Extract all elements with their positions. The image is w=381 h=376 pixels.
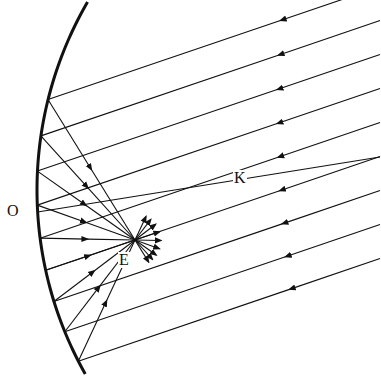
point-label: O — [6, 203, 20, 219]
ray — [78, 301, 106, 362]
point-label: K — [233, 170, 247, 186]
axis-line — [38, 157, 380, 212]
point-label: E — [118, 252, 130, 268]
ray — [54, 224, 282, 302]
ray — [107, 240, 135, 301]
ray — [40, 157, 278, 238]
ray — [135, 240, 159, 249]
ray — [282, 191, 380, 224]
ray — [48, 20, 280, 99]
ray — [46, 191, 280, 271]
ray — [41, 55, 278, 136]
ray — [278, 123, 380, 158]
ray — [277, 55, 380, 90]
ray — [86, 223, 135, 240]
ray — [135, 216, 146, 240]
ray — [40, 238, 87, 240]
ray — [92, 170, 136, 240]
ray — [65, 286, 100, 332]
ray — [277, 89, 380, 124]
ray — [135, 240, 156, 255]
ray — [88, 239, 135, 241]
ray — [100, 240, 135, 286]
ray — [285, 225, 380, 257]
ray — [86, 206, 135, 240]
ray — [78, 289, 289, 361]
ray — [280, 157, 380, 191]
ray — [289, 259, 380, 290]
ray — [135, 239, 161, 241]
concave-mirror — [37, 2, 88, 374]
ray — [46, 255, 91, 270]
ray — [135, 240, 149, 262]
ray — [37, 171, 86, 205]
ray — [37, 90, 277, 172]
ray — [278, 21, 380, 56]
light-rays — [37, 0, 380, 361]
ray — [280, 0, 380, 20]
ray — [54, 271, 95, 302]
ray — [48, 99, 92, 169]
